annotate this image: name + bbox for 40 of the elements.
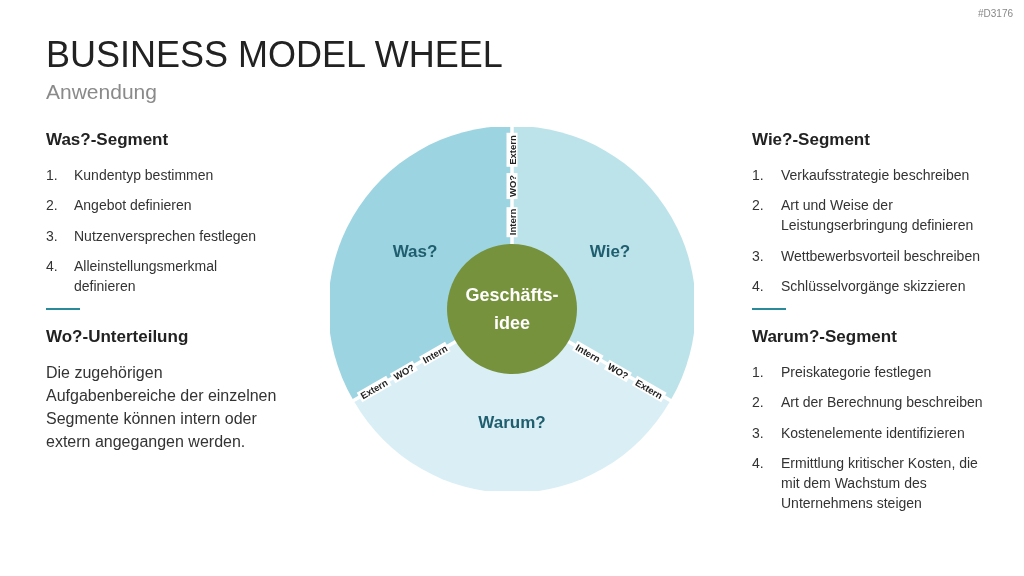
list-item: Nutzenversprechen festlegen xyxy=(74,227,258,246)
list-item: Art und Weise der Leistungserbringung definieren xyxy=(781,196,975,235)
list-item: Preiskategorie festlegen xyxy=(781,363,933,382)
section-heading: Wo?-Unterteilung xyxy=(46,327,189,347)
list-item: Verkaufsstrategie beschreiben xyxy=(781,166,971,185)
list-item: Schlüsselvorgänge skizzieren xyxy=(781,277,967,296)
list-item: Alleinstellungsmerkmal definieren xyxy=(74,257,219,296)
subtitle: Anwendung xyxy=(46,80,157,104)
slide-title: BUSINESS MODEL WHEEL xyxy=(46,34,503,76)
list-number: 1. xyxy=(752,166,764,185)
section-heading: Was?-Segment xyxy=(46,130,169,150)
list-number: 3. xyxy=(752,424,764,443)
segment-label: Wie? xyxy=(589,242,631,262)
list-number: 2. xyxy=(752,196,764,215)
code-label: #D3176 xyxy=(978,8,1014,19)
list-number: 3. xyxy=(752,247,764,266)
divider-label: Intern xyxy=(506,206,518,238)
list-number: 2. xyxy=(752,393,764,412)
list-item: Art der Berechnung beschreiben xyxy=(781,393,984,412)
list-item: Kostenelemente identifizieren xyxy=(781,424,966,443)
list-item: Kundentyp bestimmen xyxy=(74,166,215,185)
center-label: Geschäfts-idee xyxy=(464,284,560,335)
list-number: 3. xyxy=(46,227,58,246)
segment-label: Warum? xyxy=(478,413,546,433)
segment-label: Was? xyxy=(392,242,438,262)
list-item: Wettbewerbsvorteil beschreiben xyxy=(781,247,981,266)
list-number: 2. xyxy=(46,196,58,215)
paragraph: Die zugehörigen Aufgabenbereiche der einzelnen Segmente können intern oder extern angegangen werden. xyxy=(46,363,278,452)
list-number: 1. xyxy=(752,363,764,382)
list-number: 4. xyxy=(752,277,764,296)
divider-label: Extern xyxy=(506,133,518,167)
section-heading: Wie?-Segment xyxy=(752,130,870,150)
section-heading: Warum?-Segment xyxy=(752,327,897,347)
list-item: Angebot definieren xyxy=(74,196,193,215)
list-item: Ermittlung kritischer Kosten, die mit dem Wachstum des Unternehmens steigen xyxy=(781,454,979,513)
list-number: 1. xyxy=(46,166,58,185)
list-number: 4. xyxy=(752,454,764,473)
list-number: 4. xyxy=(46,257,58,276)
center-circle xyxy=(447,244,577,374)
divider-label: WO? xyxy=(506,172,518,200)
